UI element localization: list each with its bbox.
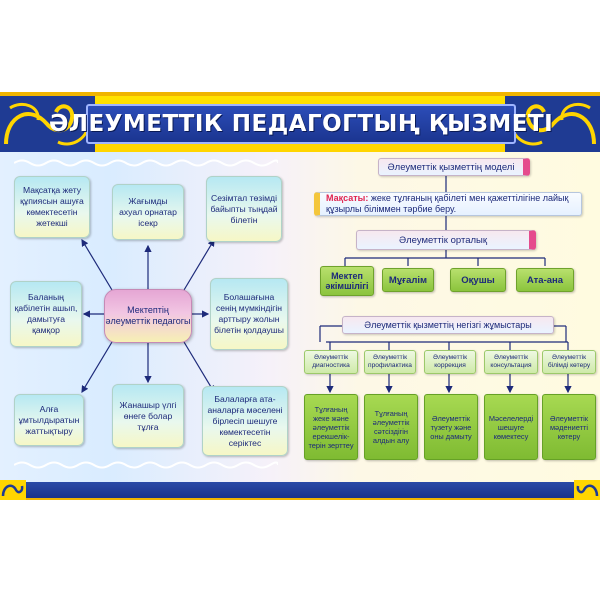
- center-node: Мектептің әлеуметтік педагогы: [104, 289, 192, 343]
- goal-label: Мақсаты:: [326, 193, 369, 203]
- center-title: Әлеуметтік орталық: [356, 230, 536, 250]
- role-box: Жанашыр үлгі өнеге болар тұлға: [112, 384, 184, 448]
- role-box: Баланың қабілетін ашып, дамытуға қамқор: [10, 281, 82, 347]
- title-box: ӘЛЕУМЕТТІК ПЕДАГОГТЫҢ ҚЫЗМЕТІ: [49, 104, 553, 144]
- outcome-box: Әлеуметтік түзету және оны дамыту: [424, 394, 478, 460]
- member-box: Мектеп әкімшілігі: [320, 266, 374, 296]
- outcome-box: Тұлғаның әлеуметтік сәтсіздігін алдын ал…: [364, 394, 418, 460]
- model-title: Әлеуметтік қызметтің моделі: [378, 158, 530, 176]
- work-box: Әлеуметтік білімді көтеру: [542, 350, 596, 374]
- kazakh-ornament-icon: [505, 96, 600, 152]
- goal-text: жеке тұлғаның қабілеті мен қажеттілігіне…: [326, 193, 569, 214]
- outcome-box: Мәселелерді шешуге көмектесу: [484, 394, 538, 460]
- works-title: Әлеуметтік қызметтің негізгі жұмыстары: [342, 316, 554, 334]
- bottom-band: [0, 482, 600, 498]
- role-box: Сезімтал төзімді байыпты тыңдай білетін: [206, 176, 282, 242]
- ornament-strip-icon: [14, 460, 278, 470]
- goal-box: Мақсаты: жеке тұлғаның қабілеті мен қаже…: [314, 192, 582, 216]
- kazakh-ornament-icon: [0, 480, 26, 500]
- member-box: Мұғалім: [382, 268, 434, 292]
- outcome-box: Тұлғаның жеке және әлеуметтік ерекшелік-…: [304, 394, 358, 460]
- ornament-strip-icon: [14, 158, 278, 168]
- role-box: Алға ұмтылдыратын жаттықтыру: [14, 394, 84, 446]
- role-box: Болашағына сенің мүмкіндігін арттыру жол…: [210, 278, 288, 350]
- member-box: Оқушы: [450, 268, 506, 292]
- kazakh-ornament-icon: [574, 480, 600, 500]
- work-box: Әлеуметтік диагностика: [304, 350, 358, 374]
- role-box: Балаларға ата-аналарға мәселені бірлесіп…: [202, 386, 288, 456]
- work-box: Әлеуметтік профилактика: [364, 350, 416, 374]
- role-box: Жағымды ахуал орнатар ісекр: [112, 184, 184, 240]
- outcome-box: Әлеуметтік мәдениетті көтеру: [542, 394, 596, 460]
- member-box: Ата-ана: [516, 268, 574, 292]
- work-box: Әлеуметтік коррекция: [424, 350, 476, 374]
- work-box: Әлеуметтік консультация: [484, 350, 538, 374]
- page-title: ӘЛЕУМЕТТІК ПЕДАГОГТЫҢ ҚЫЗМЕТІ: [48, 111, 554, 137]
- role-box: Мақсатқа жету құпиясын ашуға көмектесеті…: [14, 176, 90, 238]
